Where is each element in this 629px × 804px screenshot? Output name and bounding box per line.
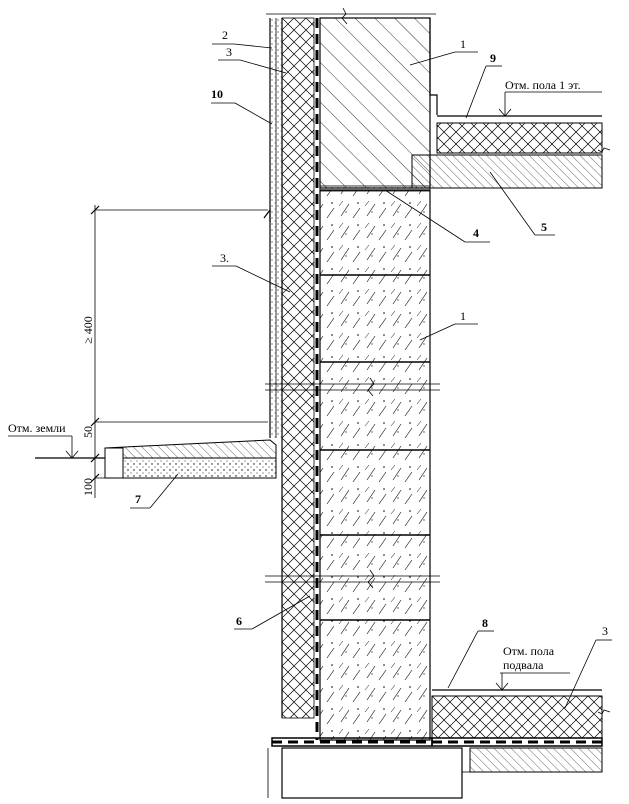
svg-text:≥ 400: ≥ 400 xyxy=(81,316,95,344)
svg-text:9: 9 xyxy=(490,51,496,65)
floor-slab-first xyxy=(411,115,611,189)
level-mark-basement: Отм. пола подвала xyxy=(495,644,570,691)
svg-text:5: 5 xyxy=(541,220,547,234)
svg-text:1: 1 xyxy=(460,37,466,51)
callout-3-bottom: 3 xyxy=(564,624,612,709)
svg-text:4: 4 xyxy=(473,226,479,240)
insulation-layer xyxy=(281,17,315,719)
callout-10: 10 xyxy=(211,87,273,125)
callout-3-middle: 3. xyxy=(212,251,291,293)
svg-text:7: 7 xyxy=(135,492,141,506)
callout-9: 9 xyxy=(465,51,502,119)
svg-text:50: 50 xyxy=(81,426,95,438)
foundation-blocks xyxy=(319,185,431,741)
level-mark-floor1: Отм. пола 1 эт. xyxy=(498,78,602,117)
svg-text:3: 3 xyxy=(226,45,232,59)
svg-text:1: 1 xyxy=(460,309,466,323)
blind-area xyxy=(35,439,277,479)
break-mark-top xyxy=(266,7,436,25)
dimension-400: ≥ 400 xyxy=(81,316,95,344)
callout-5: 5 xyxy=(489,171,555,236)
svg-text:100: 100 xyxy=(81,478,95,496)
dimension-100: 100 xyxy=(81,478,95,496)
dimension-lines xyxy=(90,205,276,498)
callout-6: 6 xyxy=(234,595,311,630)
callout-2: 2 xyxy=(212,28,273,49)
callout-1-middle: 1 xyxy=(419,309,478,341)
facade-finish-layer xyxy=(269,18,283,718)
svg-text:Отм. пола: Отм. пола xyxy=(503,644,555,658)
callout-7: 7 xyxy=(130,473,179,509)
svg-text:Отм. земли: Отм. земли xyxy=(8,421,66,435)
svg-text:3.: 3. xyxy=(220,251,229,265)
callout-1-top: 1 xyxy=(409,37,478,66)
foundation-footing xyxy=(267,737,471,799)
upper-brick-wall xyxy=(319,17,438,189)
svg-text:2: 2 xyxy=(222,28,228,42)
svg-text:10: 10 xyxy=(211,87,223,101)
dimension-50: 50 xyxy=(81,426,95,438)
svg-text:3: 3 xyxy=(602,624,608,638)
svg-text:8: 8 xyxy=(482,616,488,630)
level-mark-ground: Отм. земли xyxy=(8,421,79,459)
callout-8: 8 xyxy=(447,616,494,689)
callout-4: 4 xyxy=(384,189,490,243)
svg-text:Отм. пола 1 эт.: Отм. пола 1 эт. xyxy=(505,78,581,92)
plinth-flashing xyxy=(263,208,271,222)
break-mark-middle xyxy=(265,377,440,589)
svg-text:6: 6 xyxy=(236,614,242,628)
svg-text:подвала: подвала xyxy=(503,658,544,672)
callout-3-top: 3 xyxy=(218,45,287,74)
